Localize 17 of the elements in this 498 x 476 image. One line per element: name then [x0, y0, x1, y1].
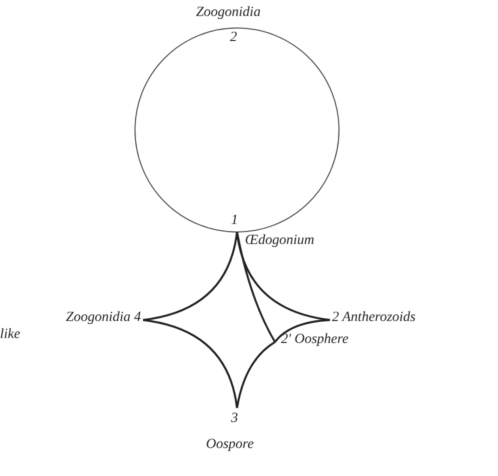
stage-label: 2' Oosphere	[281, 331, 348, 349]
stage-name: Zoogonidia	[196, 4, 261, 22]
connecting-line	[274, 319, 330, 343]
stage-label: 1	[231, 212, 238, 230]
stage-label: Zoogonidia 4	[66, 309, 141, 327]
connecting-line	[236, 232, 276, 342]
stage-name: Oospore	[206, 436, 254, 454]
connecting-line	[134, 28, 238, 232]
stage-label: 2	[230, 29, 237, 47]
note-text: like	[0, 326, 20, 344]
stage-label: 2 Antherozoids	[332, 309, 416, 327]
connecting-line	[236, 28, 340, 232]
stage-label: 3	[231, 410, 238, 428]
connecting-line	[142, 319, 238, 408]
connecting-line	[236, 341, 276, 408]
connecting-line	[142, 232, 238, 321]
stage-name: Œdogonium	[245, 232, 314, 250]
